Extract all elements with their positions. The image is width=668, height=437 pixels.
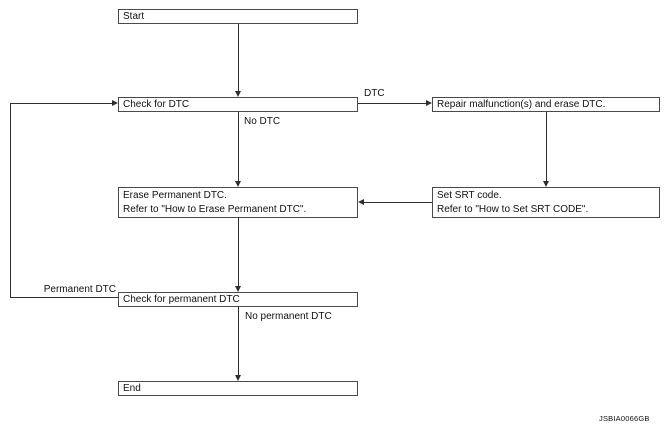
edge-label-no-permanent-dtc: No permanent DTC xyxy=(245,311,332,322)
edge-label-dtc: DTC xyxy=(364,88,385,99)
arrowhead-down-set-srt-icon xyxy=(543,181,549,187)
connector-erase-permanent-to-check-permanent xyxy=(238,218,239,286)
connector-repair-to-set-srt xyxy=(546,112,547,181)
node-set-srt-code-line2: Refer to "How to Set SRT CODE". xyxy=(437,203,589,215)
arrowhead-right-check-dtc-icon xyxy=(112,100,118,106)
node-erase-permanent-dtc-line2: Refer to "How to Erase Permanent DTC". xyxy=(123,203,307,215)
connector-loop-top xyxy=(10,103,112,104)
node-set-srt-code: Set SRT code. Refer to "How to Set SRT C… xyxy=(432,187,660,218)
connector-loop-bottom xyxy=(10,297,118,298)
node-end: End xyxy=(118,381,358,396)
arrowhead-down-end-icon xyxy=(235,375,241,381)
connector-start-to-check-dtc xyxy=(238,24,239,91)
reference-code: JSBIA0066GB xyxy=(599,414,650,423)
node-repair-malfunction: Repair malfunction(s) and erase DTC. xyxy=(432,97,660,112)
connector-set-srt-to-erase-permanent xyxy=(364,202,432,203)
arrowhead-right-repair-icon xyxy=(426,100,432,106)
node-erase-permanent-dtc: Erase Permanent DTC. Refer to "How to Er… xyxy=(118,187,358,218)
node-set-srt-code-line1: Set SRT code. xyxy=(437,190,502,201)
connector-check-permanent-to-end xyxy=(238,307,239,375)
connector-check-dtc-to-erase-permanent xyxy=(238,112,239,181)
arrowhead-down-check-permanent-icon xyxy=(235,286,241,292)
arrowhead-left-erase-permanent-icon xyxy=(358,199,364,205)
connector-loop-vertical xyxy=(10,103,11,297)
node-check-dtc: Check for DTC xyxy=(118,97,358,112)
connector-check-dtc-to-repair xyxy=(358,103,426,104)
node-check-permanent-dtc: Check for permanent DTC xyxy=(118,292,358,307)
arrowhead-down-check-dtc-icon xyxy=(235,91,241,97)
node-erase-permanent-dtc-line1: Erase Permanent DTC. xyxy=(123,190,227,201)
edge-label-permanent-dtc: Permanent DTC xyxy=(43,284,116,295)
edge-label-no-dtc: No DTC xyxy=(244,116,281,127)
node-start: Start xyxy=(118,9,358,24)
arrowhead-down-erase-permanent-icon xyxy=(235,181,241,187)
